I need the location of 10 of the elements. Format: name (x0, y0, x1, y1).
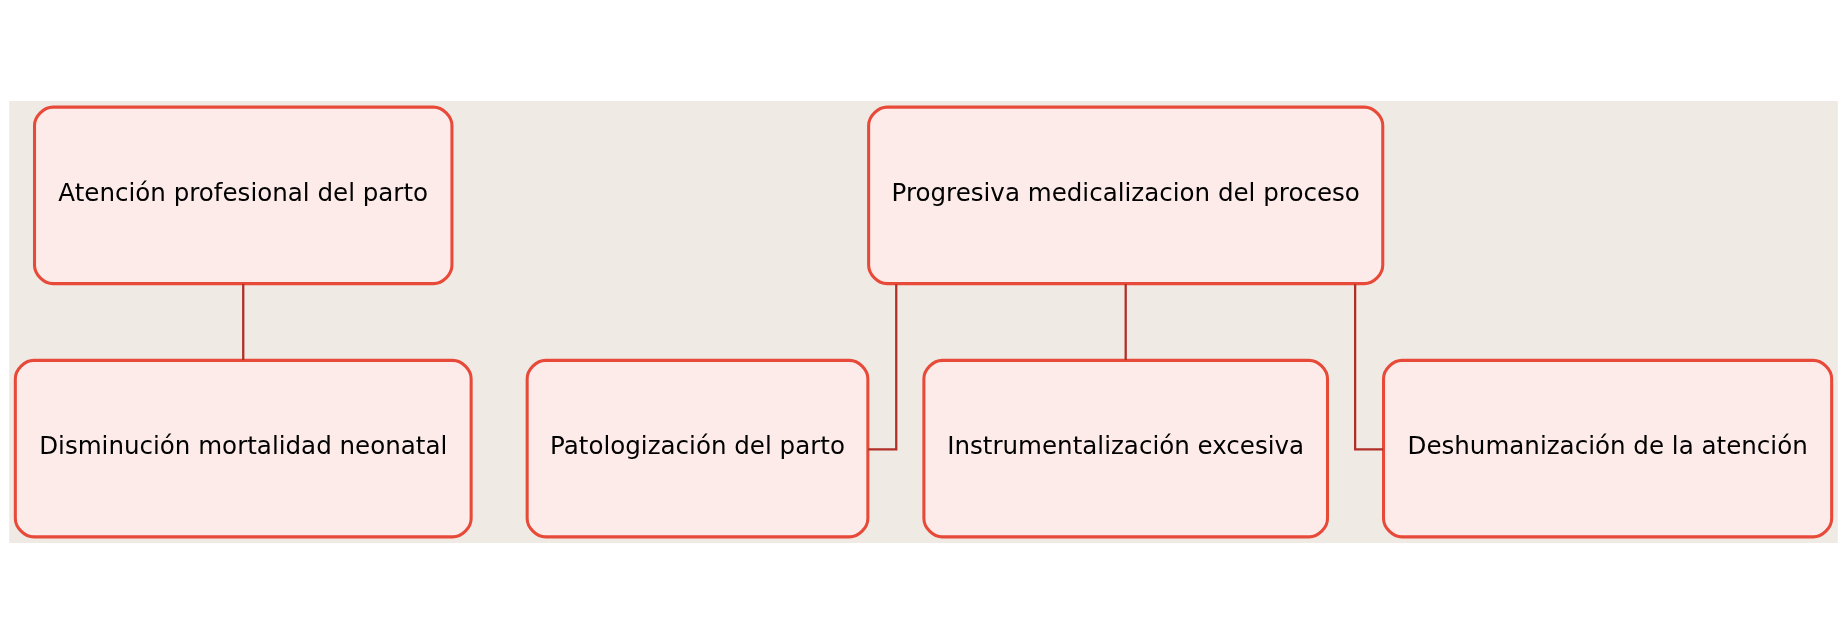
node-box: Deshumanización de la atención (1382, 358, 1834, 539)
node-box: Patologización del parto (525, 358, 870, 539)
connector (868, 284, 898, 451)
connector (1124, 283, 1127, 361)
connector (1354, 284, 1384, 451)
connector (242, 283, 245, 361)
node-box: Instrumentalización excesiva (922, 358, 1330, 539)
node-box: Progresiva medicalizacion del proceso (867, 105, 1385, 286)
node-box: Atención profesional del parto (32, 105, 454, 286)
node-box: Disminución mortalidad neonatal (13, 358, 473, 539)
